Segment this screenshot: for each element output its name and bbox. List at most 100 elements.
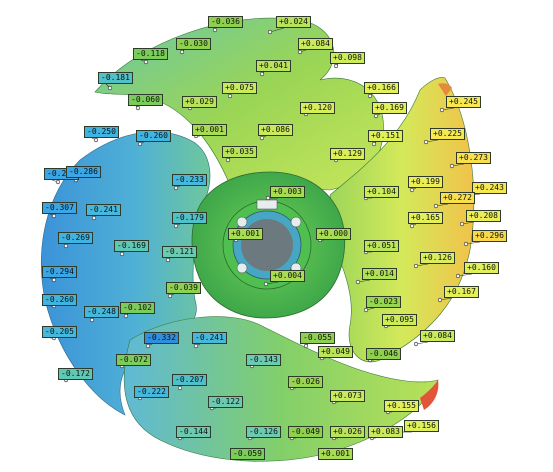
deviation-label: -0.222 (134, 386, 169, 398)
deviation-label: +0.014 (362, 268, 397, 280)
deviation-label: +0.245 (446, 96, 481, 108)
deviation-label: -0.143 (246, 354, 281, 366)
measure-point (167, 293, 173, 299)
measure-point (455, 273, 461, 279)
deviation-label: +0.095 (382, 314, 417, 326)
right-blade (329, 77, 475, 363)
deviation-label: -0.250 (84, 126, 119, 138)
deviation-label: +0.073 (330, 390, 365, 402)
measure-point (119, 251, 125, 257)
leader-line (457, 273, 473, 277)
measure-point (51, 277, 57, 283)
leader-line (465, 241, 481, 245)
deviation-label: +0.167 (444, 286, 479, 298)
deviation-label: -0.248 (84, 306, 119, 318)
deviation-label: -0.121 (162, 246, 197, 258)
deviation-label: +0.001 (228, 228, 263, 240)
deviation-label: -0.233 (172, 174, 207, 186)
deviation-label: -0.059 (230, 448, 265, 460)
deviation-label: +0.160 (464, 262, 499, 274)
measure-point (173, 185, 179, 191)
measure-point (265, 195, 271, 201)
hub-shaft (241, 219, 293, 271)
deviation-label: -0.307 (42, 202, 77, 214)
deviation-label: +0.169 (372, 102, 407, 114)
measure-point (437, 297, 443, 303)
measure-point (333, 63, 339, 69)
deviation-label: +0.243 (472, 182, 507, 194)
tip-accent-right (420, 380, 439, 410)
deviation-label: +0.003 (270, 186, 305, 198)
deviation-label: +0.004 (270, 270, 305, 282)
deviation-label: -0.205 (42, 326, 77, 338)
deviation-label: -0.026 (288, 376, 323, 388)
deviation-label: -0.030 (176, 38, 211, 50)
deviation-label: -0.172 (58, 368, 93, 380)
measure-point (177, 385, 183, 391)
measure-point (143, 59, 149, 65)
deviation-label: -0.269 (58, 232, 93, 244)
deviation-label: -0.241 (192, 332, 227, 344)
measure-point (423, 139, 429, 145)
measure-point (439, 107, 445, 113)
deviation-label: +0.296 (472, 230, 507, 242)
deviation-label: -0.260 (42, 294, 77, 306)
deviation-label: +0.084 (420, 330, 455, 342)
deviation-label: +0.151 (368, 130, 403, 142)
tip-accent-top (438, 83, 452, 96)
measure-point (463, 241, 469, 247)
deviation-label: +0.024 (276, 16, 311, 28)
measure-point (409, 187, 415, 193)
deviation-label: -0.286 (66, 166, 101, 178)
deviation-label: -0.169 (114, 240, 149, 252)
deviation-label: -0.036 (208, 16, 243, 28)
measure-point (433, 203, 439, 209)
deviation-label: +0.120 (300, 102, 335, 114)
deviation-label: -0.260 (136, 130, 171, 142)
measure-point (107, 85, 113, 91)
deviation-label: +0.001 (318, 448, 353, 460)
measure-point (137, 141, 143, 147)
deviation-label: -0.144 (176, 426, 211, 438)
measure-point (297, 49, 303, 55)
deviation-label: -0.060 (128, 94, 163, 106)
measure-point (173, 223, 179, 229)
measure-point (413, 341, 419, 347)
deviation-label: +0.035 (222, 146, 257, 158)
measure-point (63, 243, 69, 249)
deviation-label: -0.122 (208, 396, 243, 408)
deviation-label: +0.165 (408, 212, 443, 224)
deviation-label: +0.155 (384, 400, 419, 412)
measure-point (165, 257, 171, 263)
measure-point (89, 317, 95, 323)
bolt-hole (236, 216, 248, 228)
deviation-label: +0.049 (318, 346, 353, 358)
deviation-label: -0.046 (366, 348, 401, 360)
deviation-label: +0.026 (330, 426, 365, 438)
deviation-label: +0.084 (298, 38, 333, 50)
deviation-label: +0.086 (258, 124, 293, 136)
measure-point (413, 263, 419, 269)
deviation-label: -0.332 (144, 332, 179, 344)
deviation-label: -0.179 (172, 212, 207, 224)
measure-point (259, 71, 265, 77)
keyway (256, 199, 278, 210)
measure-point (355, 279, 361, 285)
measure-point (409, 223, 415, 229)
measure-point (367, 93, 373, 99)
measure-point (227, 93, 233, 99)
measure-point (303, 343, 309, 349)
deviation-label: +0.126 (420, 252, 455, 264)
measure-point (373, 113, 379, 119)
measure-point (371, 141, 377, 147)
measure-point (93, 137, 99, 143)
deviation-label: -0.181 (98, 72, 133, 84)
deviation-label: +0.199 (408, 176, 443, 188)
deviation-label: +0.051 (364, 240, 399, 252)
measure-point (363, 307, 369, 313)
measure-point (263, 281, 269, 287)
measure-point (267, 29, 273, 35)
measure-point (259, 135, 265, 141)
deviation-label: +0.225 (430, 128, 465, 140)
